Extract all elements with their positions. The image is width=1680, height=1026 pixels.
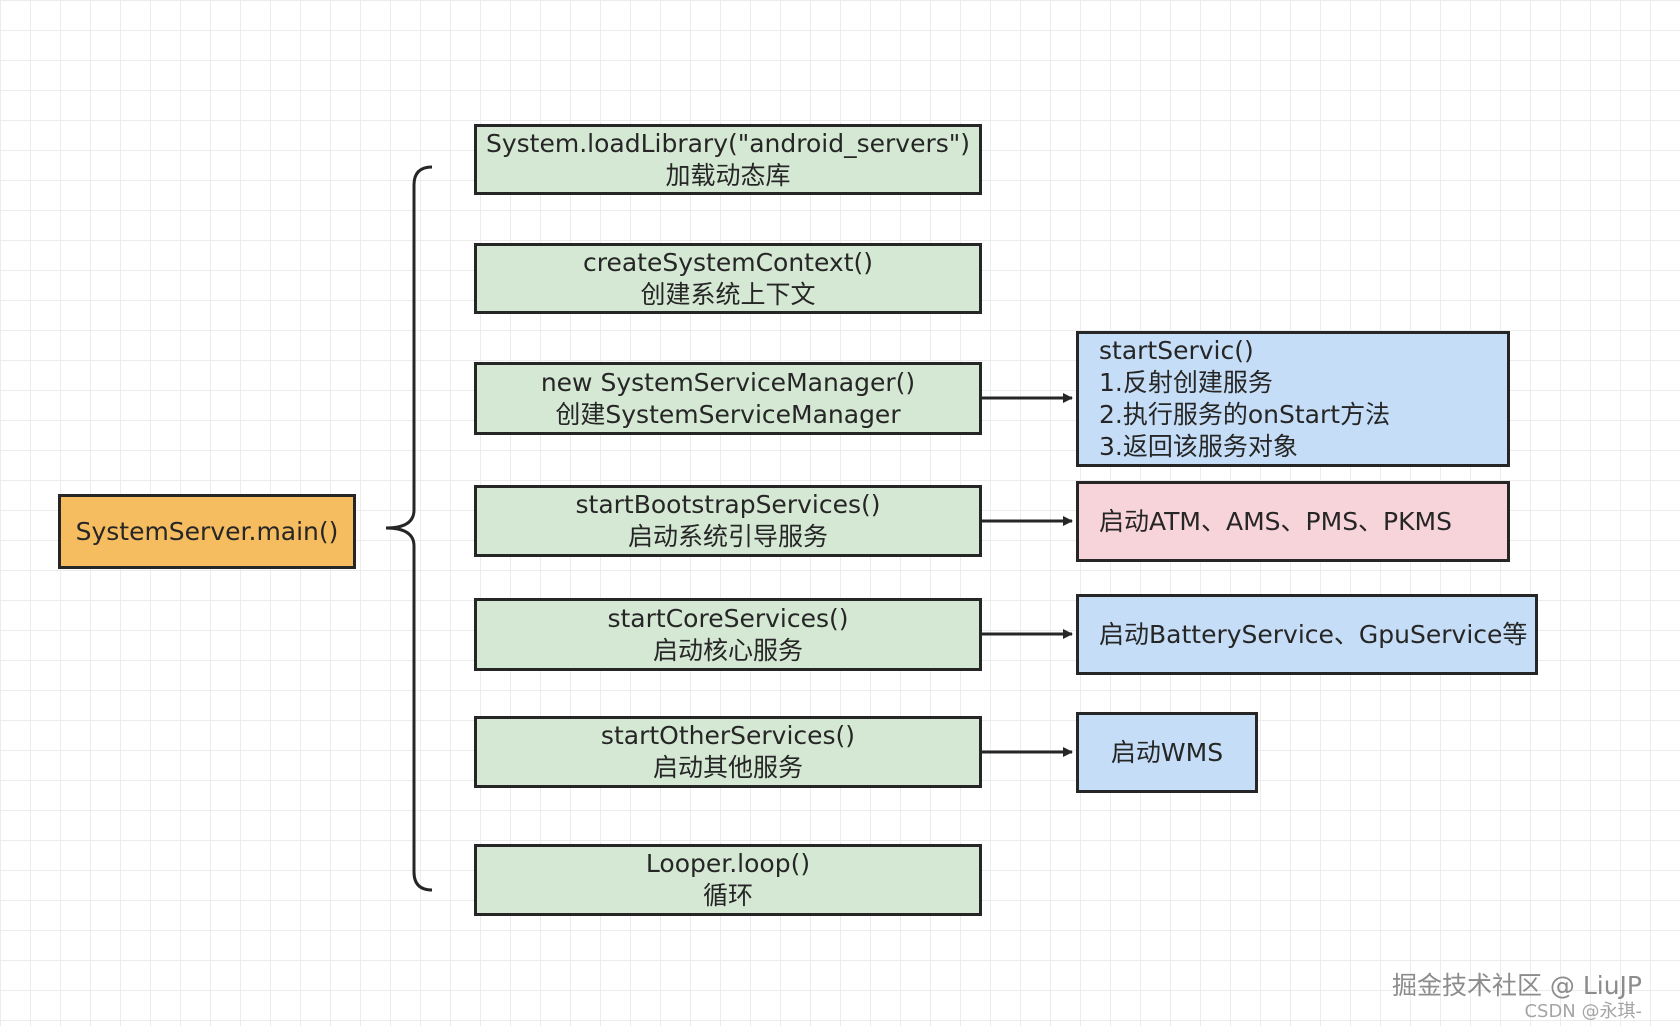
step-description: 创建SystemServiceManager [555, 399, 901, 429]
grouping-brace [385, 165, 433, 892]
step-method: startOtherServices() [600, 721, 856, 750]
root-node-label: SystemServer.main() [75, 516, 339, 546]
detail-line: 启动WMS [1110, 737, 1224, 767]
watermark-csdn: CSDN @永琪- [1524, 1001, 1642, 1022]
step-description: 启动核心服务 [652, 635, 803, 665]
step-start-core-services[interactable]: startCoreServices() 启动核心服务 [474, 598, 982, 671]
detail-line: 1.反射创建服务 [1099, 368, 1273, 397]
detail-core-services[interactable]: 启动BatteryService、GpuService等 [1076, 594, 1538, 675]
step-description: 启动其他服务 [652, 753, 803, 782]
watermark-juejin: 掘金技术社区 @ LiuJP [1391, 971, 1642, 1000]
detail-line: 2.执行服务的onStart方法 [1099, 400, 1391, 429]
step-create-system-context[interactable]: createSystemContext() 创建系统上下文 [474, 243, 982, 314]
step-start-bootstrap-services[interactable]: startBootstrapServices() 启动系统引导服务 [474, 485, 982, 557]
step-description: 创建系统上下文 [640, 279, 816, 309]
detail-line: startServic() [1099, 336, 1254, 365]
step-start-other-services[interactable]: startOtherServices() 启动其他服务 [474, 716, 982, 788]
step-description: 启动系统引导服务 [627, 522, 828, 551]
step-description: 循环 [702, 881, 753, 910]
step-method: System.loadLibrary("android_servers") [485, 128, 971, 158]
step-method: createSystemContext() [582, 247, 874, 277]
step-description: 加载动态库 [665, 160, 791, 190]
detail-other-services[interactable]: 启动WMS [1076, 712, 1258, 793]
detail-line: 启动ATM、AMS、PMS、PKMS [1099, 506, 1452, 536]
step-method: Looper.loop() [645, 849, 811, 878]
detail-bootstrap-services[interactable]: 启动ATM、AMS、PMS、PKMS [1076, 481, 1510, 562]
step-method: startBootstrapServices() [575, 490, 881, 519]
step-method: startCoreServices() [607, 603, 849, 633]
step-looper-loop[interactable]: Looper.loop() 循环 [474, 844, 982, 916]
step-method: new SystemServiceManager() [540, 367, 916, 397]
step-load-library[interactable]: System.loadLibrary("android_servers") 加载… [474, 124, 982, 195]
step-new-system-service-manager[interactable]: new SystemServiceManager() 创建SystemServi… [474, 362, 982, 435]
root-node[interactable]: SystemServer.main() [58, 494, 356, 569]
detail-line: 启动BatteryService、GpuService等 [1099, 619, 1528, 649]
detail-line: 3.返回该服务对象 [1099, 432, 1298, 461]
detail-start-service[interactable]: startServic() 1.反射创建服务 2.执行服务的onStart方法 … [1076, 331, 1510, 467]
